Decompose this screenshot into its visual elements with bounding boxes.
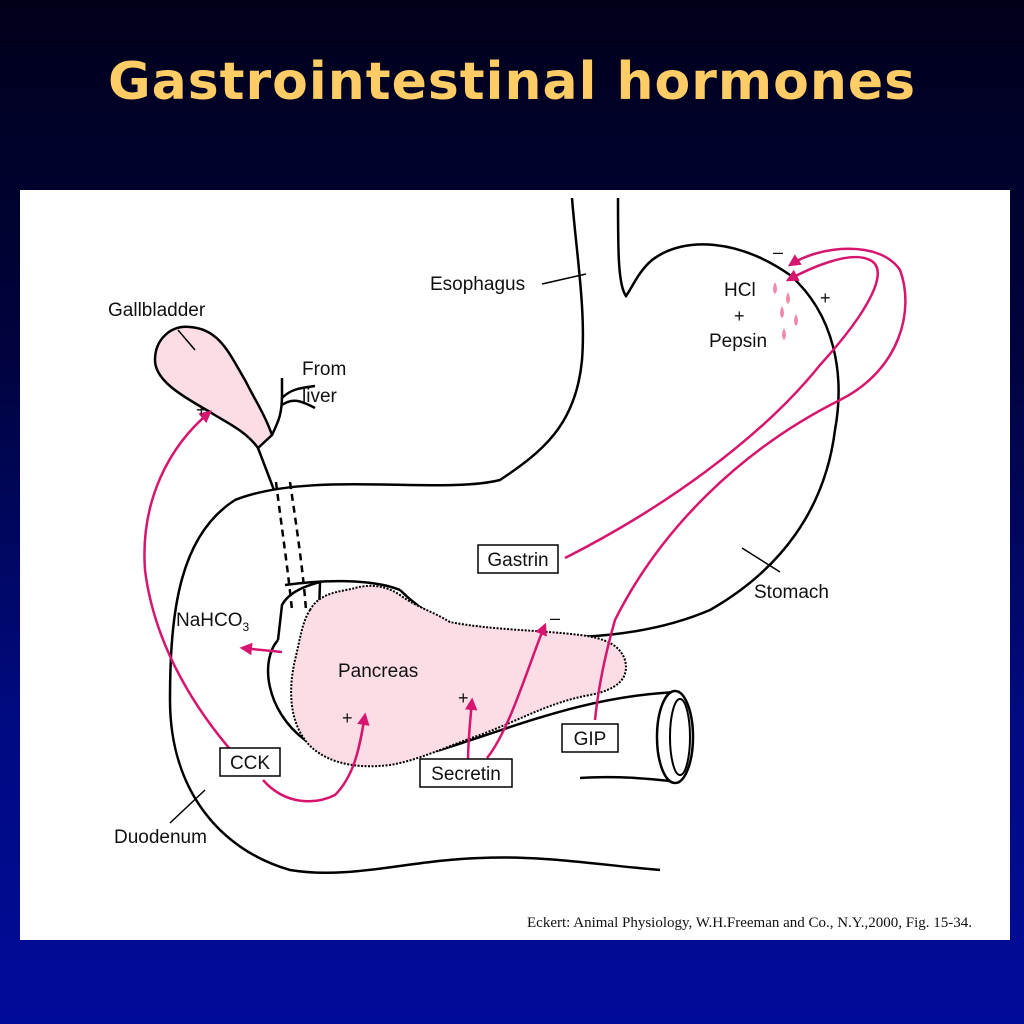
from-liver-label-1: From: [302, 359, 346, 380]
duodenum-upper-edge: [284, 579, 401, 592]
gip-arrow-outer: [593, 247, 907, 721]
from-liver-label-2: liver: [302, 386, 338, 407]
gastrin-label: Gastrin: [487, 550, 548, 571]
duodenum-wall-left: [276, 580, 322, 646]
pepsin-label: Pepsin: [709, 331, 767, 352]
gastrin-box: Gastrin: [477, 544, 559, 574]
bile-duct-left: [256, 447, 276, 491]
digestive-diagram: Esophagus Gallbladder From liver HCl + P…: [108, 197, 972, 931]
nahco3-arrow: [239, 642, 283, 656]
diagram-panel: Esophagus Gallbladder From liver HCl + P…: [20, 190, 1010, 940]
pancreas-cck-plus-sign: +: [342, 708, 353, 728]
duodenum-opening-inner: [669, 698, 691, 776]
nahco3-label: NaHCO3: [176, 610, 250, 634]
stomach-minus-sign: –: [773, 242, 783, 262]
stomach-plus-sign: +: [820, 288, 831, 308]
hcl-pepsin-plus: +: [734, 306, 745, 326]
duodenum-lower-tube: [579, 775, 681, 784]
secretin-to-stomach-arrow: [486, 622, 547, 759]
esophagus-stomach-outline: [168, 197, 661, 875]
stomach-outer-curve: [399, 197, 840, 639]
figure-citation: Eckert: Animal Physiology, W.H.Freeman a…: [527, 915, 972, 931]
slide-title: Gastrointestinal hormones: [107, 52, 917, 112]
esophagus-label: Esophagus: [430, 274, 525, 295]
cck-box: CCK: [219, 747, 281, 777]
secretin-to-pancreas-arrow: [464, 697, 478, 763]
pancreas-label: Pancreas: [338, 661, 418, 682]
gallbladder-label: Gallbladder: [108, 300, 206, 321]
gallbladder-shape: [153, 325, 274, 450]
gip-box: GIP: [561, 723, 619, 753]
stomach-leader: [741, 547, 781, 573]
cck-label: CCK: [230, 753, 270, 774]
cck-to-gallbladder-arrow: [143, 410, 236, 756]
nahco3-main: NaHCO: [176, 610, 243, 631]
gallbladder-plus-sign: +: [196, 400, 207, 420]
esophagus-leader: [541, 273, 587, 285]
duodenum-label: Duodenum: [114, 827, 207, 848]
duodenum-leader: [169, 789, 206, 824]
bile-duct-upper: [270, 378, 316, 436]
cck-to-pancreas-arrow: [262, 712, 370, 803]
duodenum-opening: [655, 689, 695, 785]
pancreas-secretin-plus-sign: +: [458, 688, 469, 708]
secretin-label: Secretin: [431, 764, 501, 785]
gallbladder-leader: [177, 329, 196, 351]
gip-minus-sign: –: [550, 608, 560, 628]
hcl-label: HCl: [724, 280, 756, 301]
bile-duct-dashed: [274, 481, 308, 611]
secretin-box: Secretin: [419, 758, 513, 788]
gip-label: GIP: [574, 729, 607, 750]
pancreas-shape: [290, 584, 627, 768]
stomach-label: Stomach: [754, 582, 829, 603]
gastrin-arrow-inner: [564, 255, 879, 560]
gastric-drops: [773, 282, 798, 340]
nahco3-subscript: 3: [243, 620, 250, 634]
